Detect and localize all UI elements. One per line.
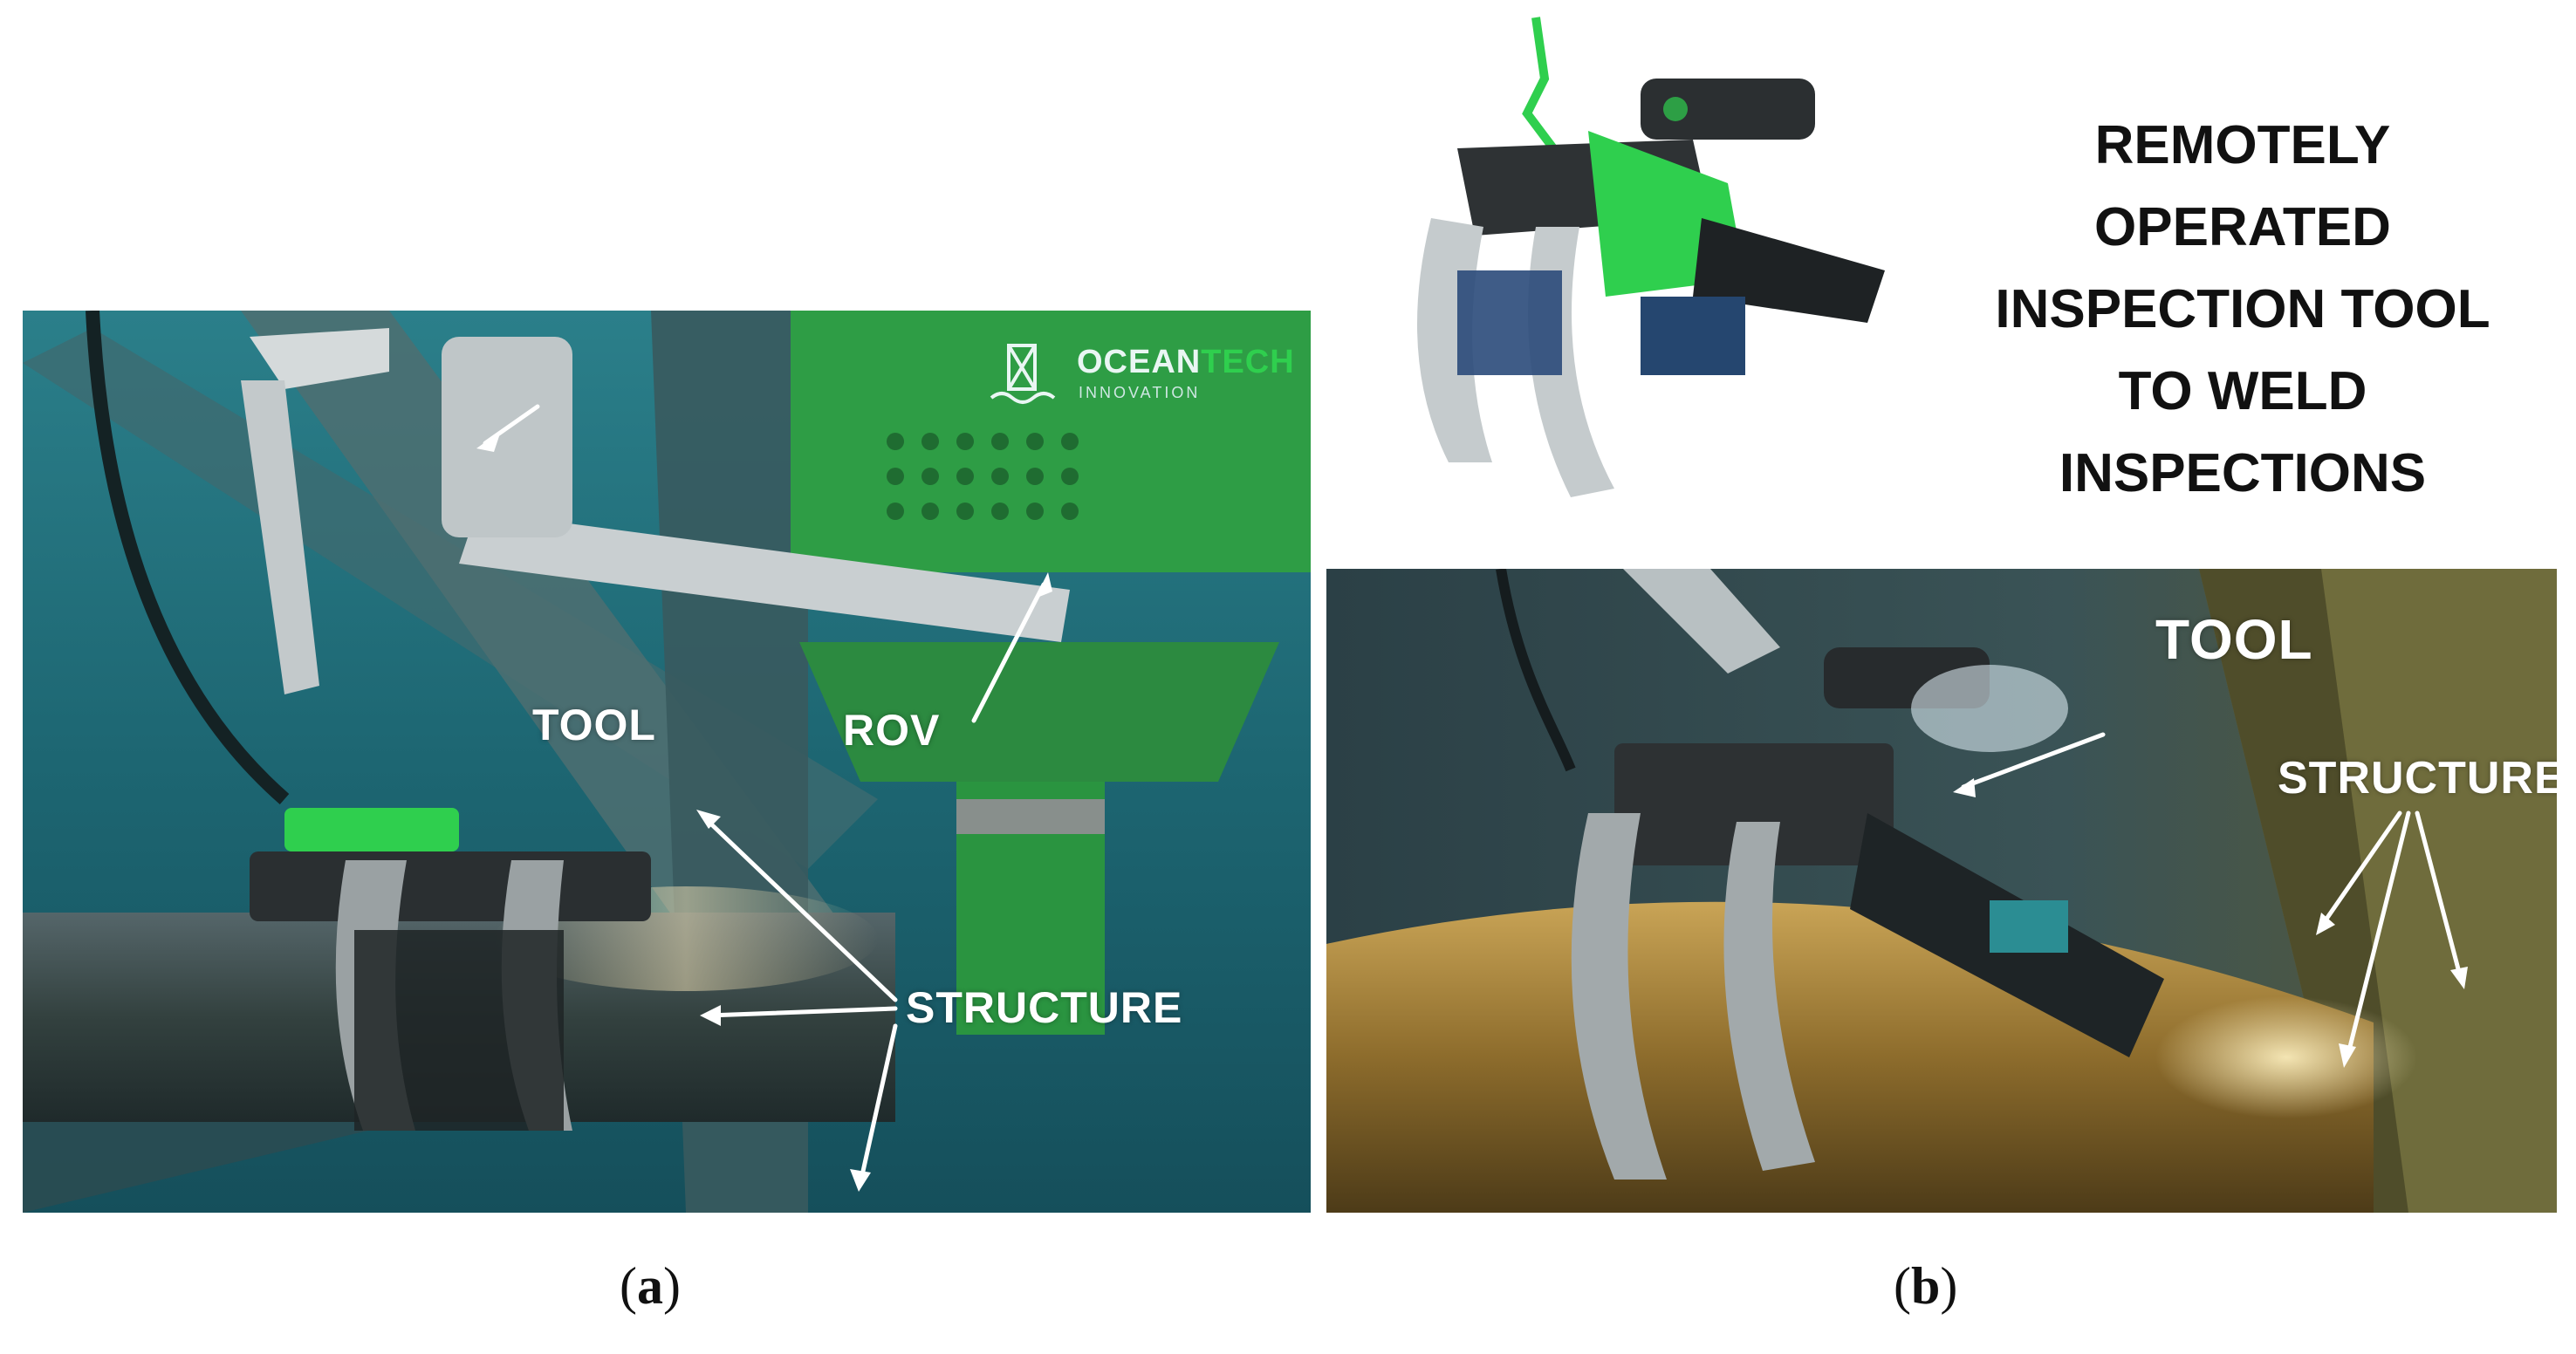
label-structure-a: STRUCTURE [906, 983, 1183, 1032]
rov-body [791, 311, 1311, 572]
rov-base-plate [799, 642, 1279, 782]
annotation-arrows [483, 404, 1046, 1186]
title-line-2: OPERATED [2094, 197, 2391, 257]
panel-b-illustration [1326, 569, 2557, 1213]
tether-cable [86, 311, 290, 805]
weld-spot [2155, 996, 2417, 1118]
label-tool-b: TOOL [2155, 608, 2313, 671]
rov-vent-holes [887, 433, 1079, 520]
panel-a-underwater-scene: OCEANTECH INNOVATION TOOL ROV STRUCTURE [23, 311, 1311, 1213]
logo-brand-left: OCEAN [1077, 344, 1202, 380]
green-antenna [1522, 17, 1557, 151]
panel-a-illustration [23, 311, 1311, 1213]
annotation-arrows-b [1961, 732, 2463, 1060]
logo-brand-right: TECH [1201, 344, 1295, 380]
label-rov: ROV [843, 706, 941, 755]
panel-b-tool-on-pipe: TOOL STRUCTURE [1326, 569, 2557, 1213]
clamp-arm-b1 [1571, 813, 1667, 1180]
tether-cables [1496, 569, 1576, 772]
title-line-4: TO WELD [2118, 361, 2367, 421]
sensor-lens [1663, 97, 1688, 121]
probe-blue-pad [1641, 297, 1745, 375]
title-line-3: INSPECTION TOOL [1995, 279, 2490, 339]
caption-b-letter: b [1910, 1257, 1941, 1315]
rov-stem-band [956, 799, 1105, 834]
tool-title: REMOTELY OPERATED INSPECTION TOOL TO WEL… [1946, 105, 2539, 515]
teal-pad [1990, 900, 2068, 953]
title-line-1: REMOTELY [2094, 115, 2391, 175]
tool-product-render [1379, 9, 1902, 523]
oceantech-logo: OCEANTECH [1077, 344, 1295, 381]
arm-upper [250, 328, 389, 389]
label-tool-a: TOOL [532, 701, 656, 749]
clamp-pad [1457, 270, 1562, 375]
clamp-arm-b2 [1723, 822, 1815, 1171]
tool-housing [1614, 743, 1894, 865]
arm-shoulder [442, 337, 572, 537]
sensor-head [1641, 79, 1815, 140]
title-line-5: INSPECTIONS [2059, 443, 2427, 503]
tool-clamp-top [250, 851, 651, 921]
annotation-arrowheads [476, 431, 1052, 1192]
logo-subtitle: INNOVATION [1079, 384, 1201, 401]
tool-clamp-band [354, 930, 564, 1131]
logo-mark [990, 344, 1056, 404]
tool-green-cap [284, 808, 459, 851]
label-structure-b: STRUCTURE [2278, 753, 2557, 804]
tool-render-illustration [1417, 17, 1885, 497]
caption-a-letter: a [636, 1257, 663, 1315]
caption-b: (b) [1894, 1257, 1958, 1315]
spotlight-glow [1911, 665, 2068, 752]
arm-forearm [241, 380, 319, 694]
caption-a: (a) [620, 1257, 681, 1315]
arm-boom [459, 511, 1070, 642]
arm-segment [1623, 569, 1780, 674]
annotation-arrowheads-b [1953, 778, 2468, 1068]
